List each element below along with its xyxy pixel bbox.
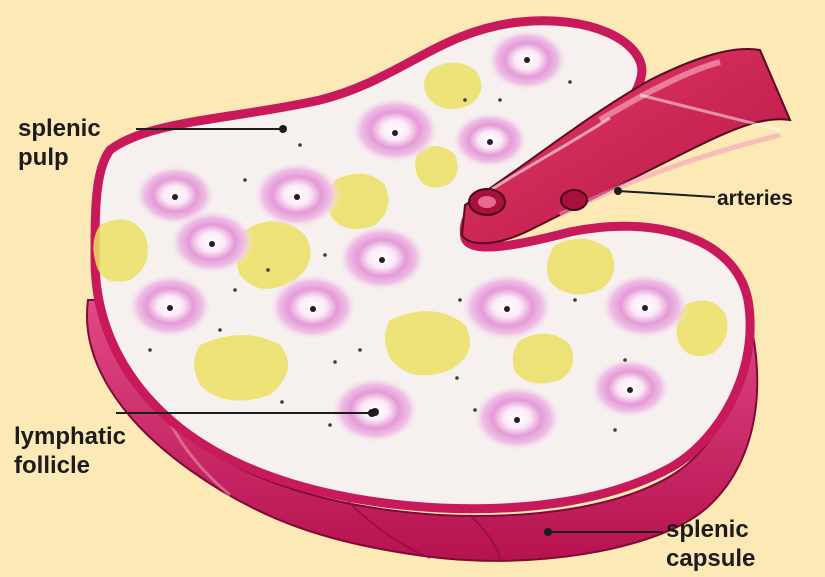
lymph-patch [513, 334, 573, 384]
leader-line-arteries [618, 191, 715, 197]
leader-dot-pulp [279, 125, 287, 133]
label-splenic-capsule-line1: splenic [666, 516, 749, 543]
leader-dot-follicle [368, 409, 376, 417]
lymph-patch [547, 239, 614, 295]
artery-opening-1-inner [478, 196, 496, 208]
label-splenic-pulp-line2: pulp [18, 144, 69, 171]
label-lymphatic-follicle-line2: follicle [14, 452, 90, 479]
lymph-patch [194, 335, 288, 401]
label-lymphatic-follicle-line1: lymphatic [14, 423, 126, 450]
leader-dot-capsule [544, 528, 552, 536]
label-splenic-pulp-line1: splenic [18, 115, 101, 142]
label-splenic-capsule-line2: capsule [666, 545, 755, 572]
label-arteries: arteries [717, 186, 793, 212]
lymph-patch [424, 63, 481, 110]
artery-opening-2 [561, 190, 587, 210]
leader-dot-arteries [614, 187, 622, 195]
